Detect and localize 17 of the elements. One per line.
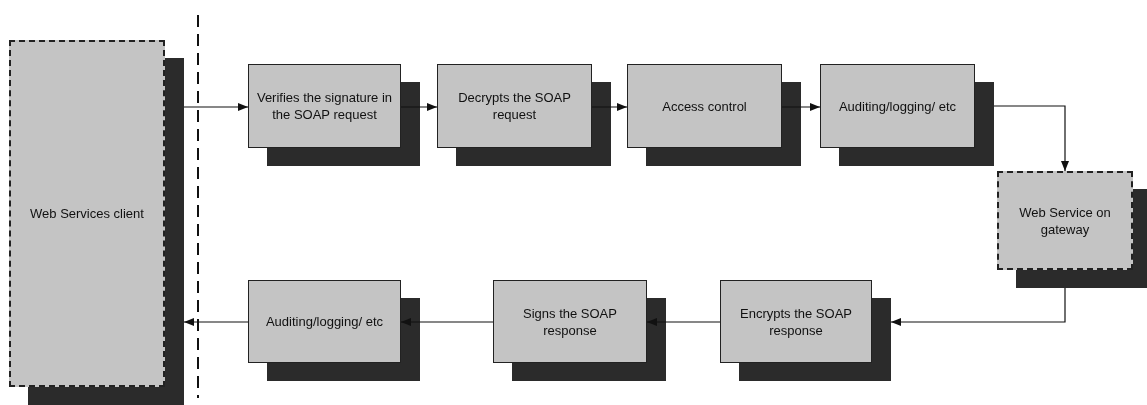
arrow [400,318,494,326]
node-label: Auditing/logging/ etc [265,314,384,329]
node-label: Auditing/logging/ etc [838,98,957,114]
node-label: Verifies the signature in the SOAP request [256,90,393,122]
arrow [646,318,721,326]
arrow [781,103,821,111]
arrow [591,103,628,111]
arrow [993,105,1069,172]
node-label: Decrypts the SOAP request [458,90,571,122]
node-label: Encrypts the SOAP response [740,305,852,338]
arrow [400,103,438,111]
node-label: Web Service on gateway [1019,204,1111,237]
arrow [183,103,249,111]
node-label: Web Services client [30,206,144,221]
arrow [183,318,249,326]
node-label: Access control [662,98,747,114]
node-label: Signs the SOAP response [523,305,617,338]
